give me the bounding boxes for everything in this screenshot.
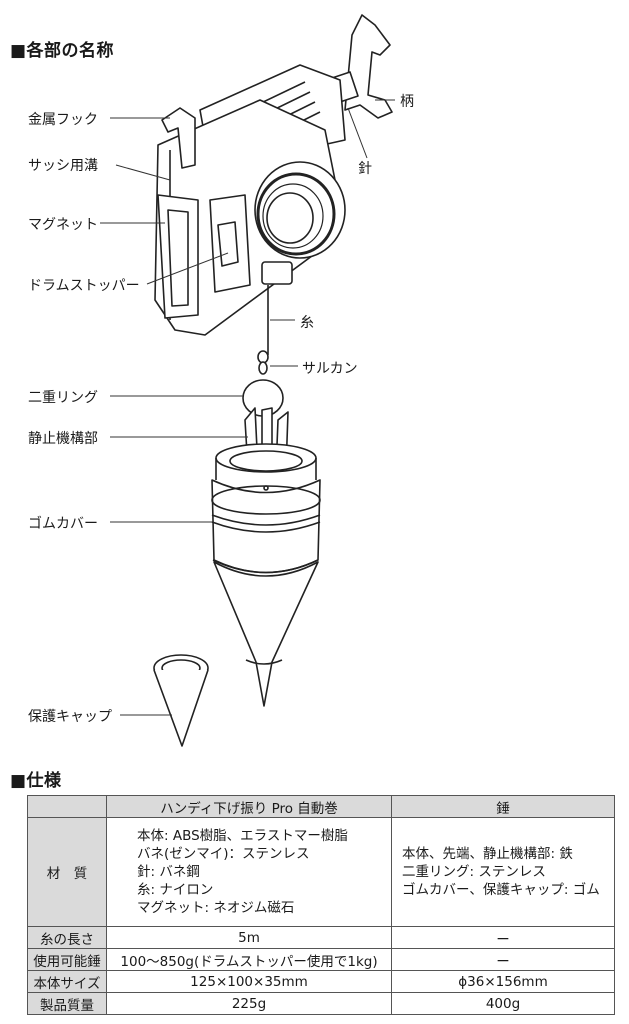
spec-material-product: 本体: ABS樹脂、エラストマー樹脂 バネ(ゼンマイ)：ステンレス 針: バネ鋼… bbox=[106, 817, 392, 927]
label-protective-cap: 保護キャップ bbox=[28, 709, 112, 725]
spec-material-weight: 本体、先端、静止機構部: 鉄 二重リング: ステンレス ゴムカバー、保護キャップ… bbox=[391, 817, 615, 927]
label-thread: 糸 bbox=[300, 315, 314, 331]
material-line: ゴムカバー、保護キャップ: ゴム bbox=[402, 882, 600, 898]
parts-section-title: ■各部の名称 bbox=[10, 41, 115, 61]
label-double-ring: 二重リング bbox=[28, 390, 98, 406]
spec-header-weight: 錘 bbox=[391, 795, 615, 818]
spec-row-usable-weight: 使用可能錘 100〜850g(ドラムストッパー使用で1kg) ー bbox=[27, 948, 615, 971]
material-line: 糸: ナイロン bbox=[137, 882, 214, 898]
label-handle: 柄 bbox=[400, 94, 414, 110]
material-line: 本体、先端、静止機構部: 鉄 bbox=[402, 846, 573, 862]
plumb-bob-diagram bbox=[100, 14, 395, 747]
spec-section-title: ■仕様 bbox=[10, 771, 62, 791]
spec-value-product: 100〜850g(ドラムストッパー使用で1kg) bbox=[106, 948, 392, 971]
spec-label: 本体サイズ bbox=[27, 970, 107, 993]
spec-header-product: ハンディ下げ振り Pro 自動巻 bbox=[106, 795, 392, 818]
material-line: 本体: ABS樹脂、エラストマー樹脂 bbox=[137, 828, 348, 844]
spec-row-thread-length: 糸の長さ 5m ー bbox=[27, 926, 615, 949]
spec-value-weight: ϕ36×156mm bbox=[391, 970, 615, 993]
spec-label: 製品質量 bbox=[27, 992, 107, 1015]
spec-row-mass: 製品質量 225g 400g bbox=[27, 992, 615, 1015]
spec-header-row: ハンディ下げ振り Pro 自動巻 錘 bbox=[27, 795, 615, 818]
spec-value-weight: ー bbox=[391, 948, 615, 971]
spec-value-weight: ー bbox=[391, 926, 615, 949]
material-line: バネ(ゼンマイ)：ステンレス bbox=[137, 846, 310, 862]
spec-table: ハンディ下げ振り Pro 自動巻 錘 材 質 本体: ABS樹脂、エラストマー樹… bbox=[27, 795, 615, 1015]
spec-row-body-size: 本体サイズ 125×100×35mm ϕ36×156mm bbox=[27, 970, 615, 993]
label-rubber-cover: ゴムカバー bbox=[28, 516, 98, 532]
spec-label: 糸の長さ bbox=[27, 926, 107, 949]
material-line: マグネット: ネオジム磁石 bbox=[137, 900, 295, 916]
material-line: 針: バネ鋼 bbox=[137, 864, 200, 880]
label-sash-groove: サッシ用溝 bbox=[28, 158, 98, 174]
label-metal-hook: 金属フック bbox=[28, 112, 98, 128]
label-magnet: マグネット bbox=[28, 217, 98, 233]
spec-value-product: 5m bbox=[106, 926, 392, 949]
label-swivel: サルカン bbox=[302, 361, 358, 377]
label-drum-stopper: ドラムストッパー bbox=[28, 278, 140, 294]
spec-corner bbox=[27, 795, 107, 818]
spec-value-weight: 400g bbox=[391, 992, 615, 1015]
spec-row-material: 材 質 本体: ABS樹脂、エラストマー樹脂 バネ(ゼンマイ)：ステンレス 針:… bbox=[27, 817, 615, 927]
spec-value-product: 125×100×35mm bbox=[106, 970, 392, 993]
label-stationary-part: 静止機構部 bbox=[28, 431, 98, 447]
spec-value-product: 225g bbox=[106, 992, 392, 1015]
material-line: 二重リング: ステンレス bbox=[402, 864, 546, 880]
label-needle: 針 bbox=[358, 161, 372, 177]
spec-label-material: 材 質 bbox=[27, 817, 107, 927]
spec-label: 使用可能錘 bbox=[27, 948, 107, 971]
